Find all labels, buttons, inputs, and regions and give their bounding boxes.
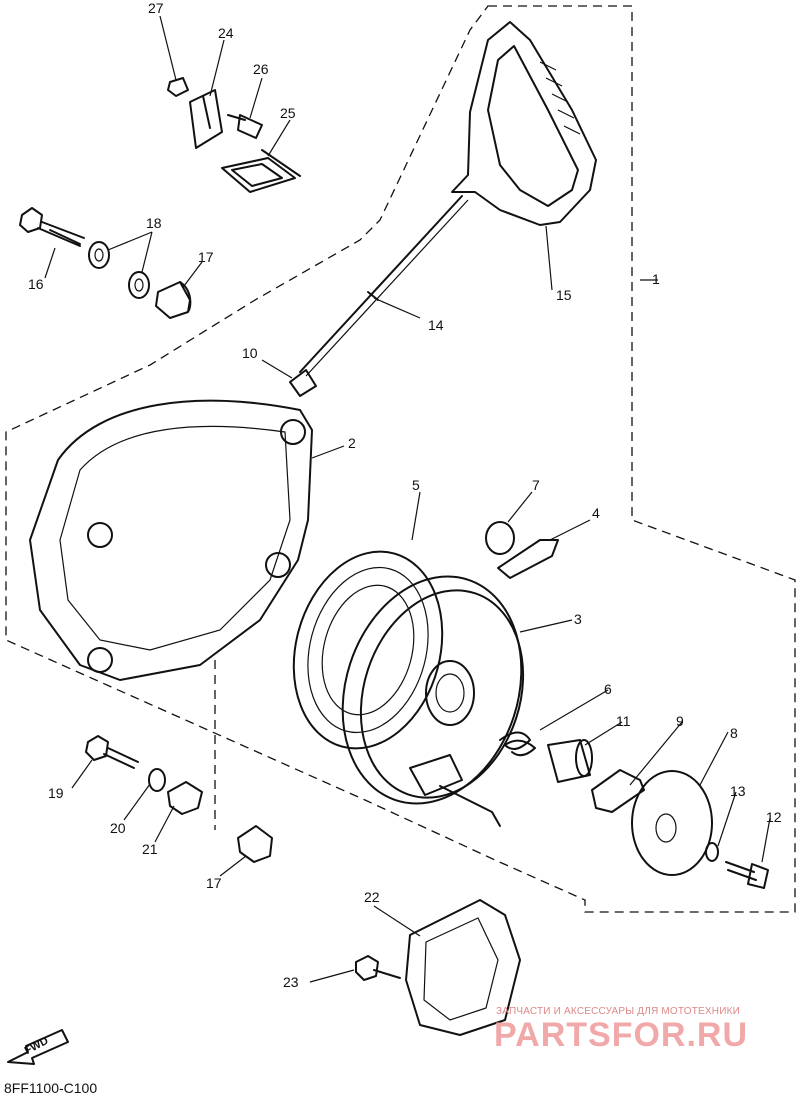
part-2-case-inner bbox=[59, 425, 291, 651]
watermark-brand: PARTSFOR.RU bbox=[494, 1016, 749, 1054]
callout-13: 13 bbox=[730, 783, 746, 799]
callout-19: 19 bbox=[48, 785, 64, 801]
part-5-spring bbox=[292, 550, 444, 750]
part-5-spring-c bbox=[321, 584, 415, 716]
callout-23: 23 bbox=[283, 974, 299, 990]
callout-18: 18 bbox=[146, 215, 162, 231]
part-2-boss-3 bbox=[265, 552, 291, 578]
part-11-collar-end bbox=[575, 739, 593, 777]
part-15-handle bbox=[451, 21, 597, 226]
part-2-case bbox=[29, 399, 313, 681]
callout-2: 2 bbox=[348, 435, 356, 451]
callout-20: 20 bbox=[110, 820, 126, 836]
part-21-collar bbox=[167, 781, 203, 815]
part-18-washer-b-hole bbox=[134, 278, 144, 292]
part-3-pulley-rim bbox=[359, 589, 525, 799]
watermark-subtitle: ЗАПЧАСТИ И АКСЕССУАРЫ ДЛЯ МОТОТЕХНИКИ bbox=[496, 1006, 741, 1017]
assembly-boundary-dashed bbox=[5, 5, 796, 913]
callout-24: 24 bbox=[218, 25, 234, 41]
part-18-washer-a-hole bbox=[94, 248, 104, 262]
part-3-pulley-tab bbox=[409, 754, 463, 796]
part-18-washer-a bbox=[88, 241, 110, 269]
part-15-grip-ridges bbox=[539, 61, 581, 135]
callout-21: 21 bbox=[142, 841, 158, 857]
callout-17-top: 17 bbox=[198, 249, 214, 265]
part-2-boss-4 bbox=[87, 647, 113, 673]
part-25-clip bbox=[221, 149, 301, 193]
part-2-boss-2 bbox=[87, 522, 113, 548]
callout-4: 4 bbox=[592, 505, 600, 521]
callout-1: 1 bbox=[652, 271, 660, 287]
callout-9: 9 bbox=[676, 713, 684, 729]
part-14-rope-b bbox=[305, 199, 469, 377]
callout-15: 15 bbox=[556, 287, 572, 303]
callout-5: 5 bbox=[412, 477, 420, 493]
part-22-cover bbox=[405, 899, 521, 1036]
fwd-arrow-icon bbox=[7, 1029, 69, 1065]
callout-27: 27 bbox=[148, 0, 164, 16]
part-4-pawl bbox=[497, 539, 559, 579]
part-3-pulley bbox=[341, 575, 523, 805]
part-17-collar-top bbox=[155, 281, 192, 319]
part-26-bolt bbox=[227, 114, 263, 139]
part-27-nut bbox=[167, 77, 189, 97]
callout-11: 11 bbox=[616, 713, 631, 729]
part-19-bolt bbox=[85, 735, 139, 769]
part-14-rope bbox=[299, 195, 463, 373]
callout-26: 26 bbox=[253, 61, 269, 77]
part-6-spring bbox=[499, 731, 536, 757]
callout-3: 3 bbox=[574, 611, 582, 627]
part-24-bracket bbox=[189, 89, 223, 149]
part-22-cover-inner bbox=[423, 917, 499, 1021]
callout-6: 6 bbox=[604, 681, 612, 697]
part-3-rope-end bbox=[439, 785, 501, 827]
callout-25: 25 bbox=[280, 105, 296, 121]
part-8-plate-hub bbox=[655, 813, 677, 843]
part-16-bolt bbox=[19, 207, 85, 247]
callout-14: 14 bbox=[428, 317, 444, 333]
part-11-collar bbox=[547, 739, 591, 783]
part-15-handle-inner bbox=[487, 45, 579, 207]
callout-16: 16 bbox=[28, 276, 44, 292]
callout-22: 22 bbox=[364, 889, 380, 905]
callout-12: 12 bbox=[766, 809, 782, 825]
part-17-collar-bottom bbox=[237, 825, 273, 863]
callout-7: 7 bbox=[532, 477, 540, 493]
part-23-screw bbox=[355, 955, 401, 981]
part-18-washer-b bbox=[128, 271, 150, 299]
figure-code: 8FF1100-C100 bbox=[4, 1080, 98, 1096]
callout-17-bottom: 17 bbox=[206, 875, 222, 891]
leader-lines bbox=[44, 15, 771, 983]
part-5-spring-b bbox=[307, 566, 429, 734]
part-2-boss-1 bbox=[280, 419, 306, 445]
part-10-grommet bbox=[289, 369, 317, 397]
callout-8: 8 bbox=[730, 725, 738, 741]
part-20-washer bbox=[148, 768, 166, 792]
part-13-washer bbox=[705, 842, 719, 862]
callout-10: 10 bbox=[242, 345, 258, 361]
part-9-plate bbox=[591, 769, 645, 813]
part-7-spring bbox=[485, 521, 515, 555]
part-12-bolt bbox=[725, 861, 769, 889]
part-8-plate bbox=[631, 770, 713, 876]
part-3-pulley-hub-inner bbox=[435, 673, 465, 713]
part-3-pulley-hub bbox=[425, 660, 475, 726]
